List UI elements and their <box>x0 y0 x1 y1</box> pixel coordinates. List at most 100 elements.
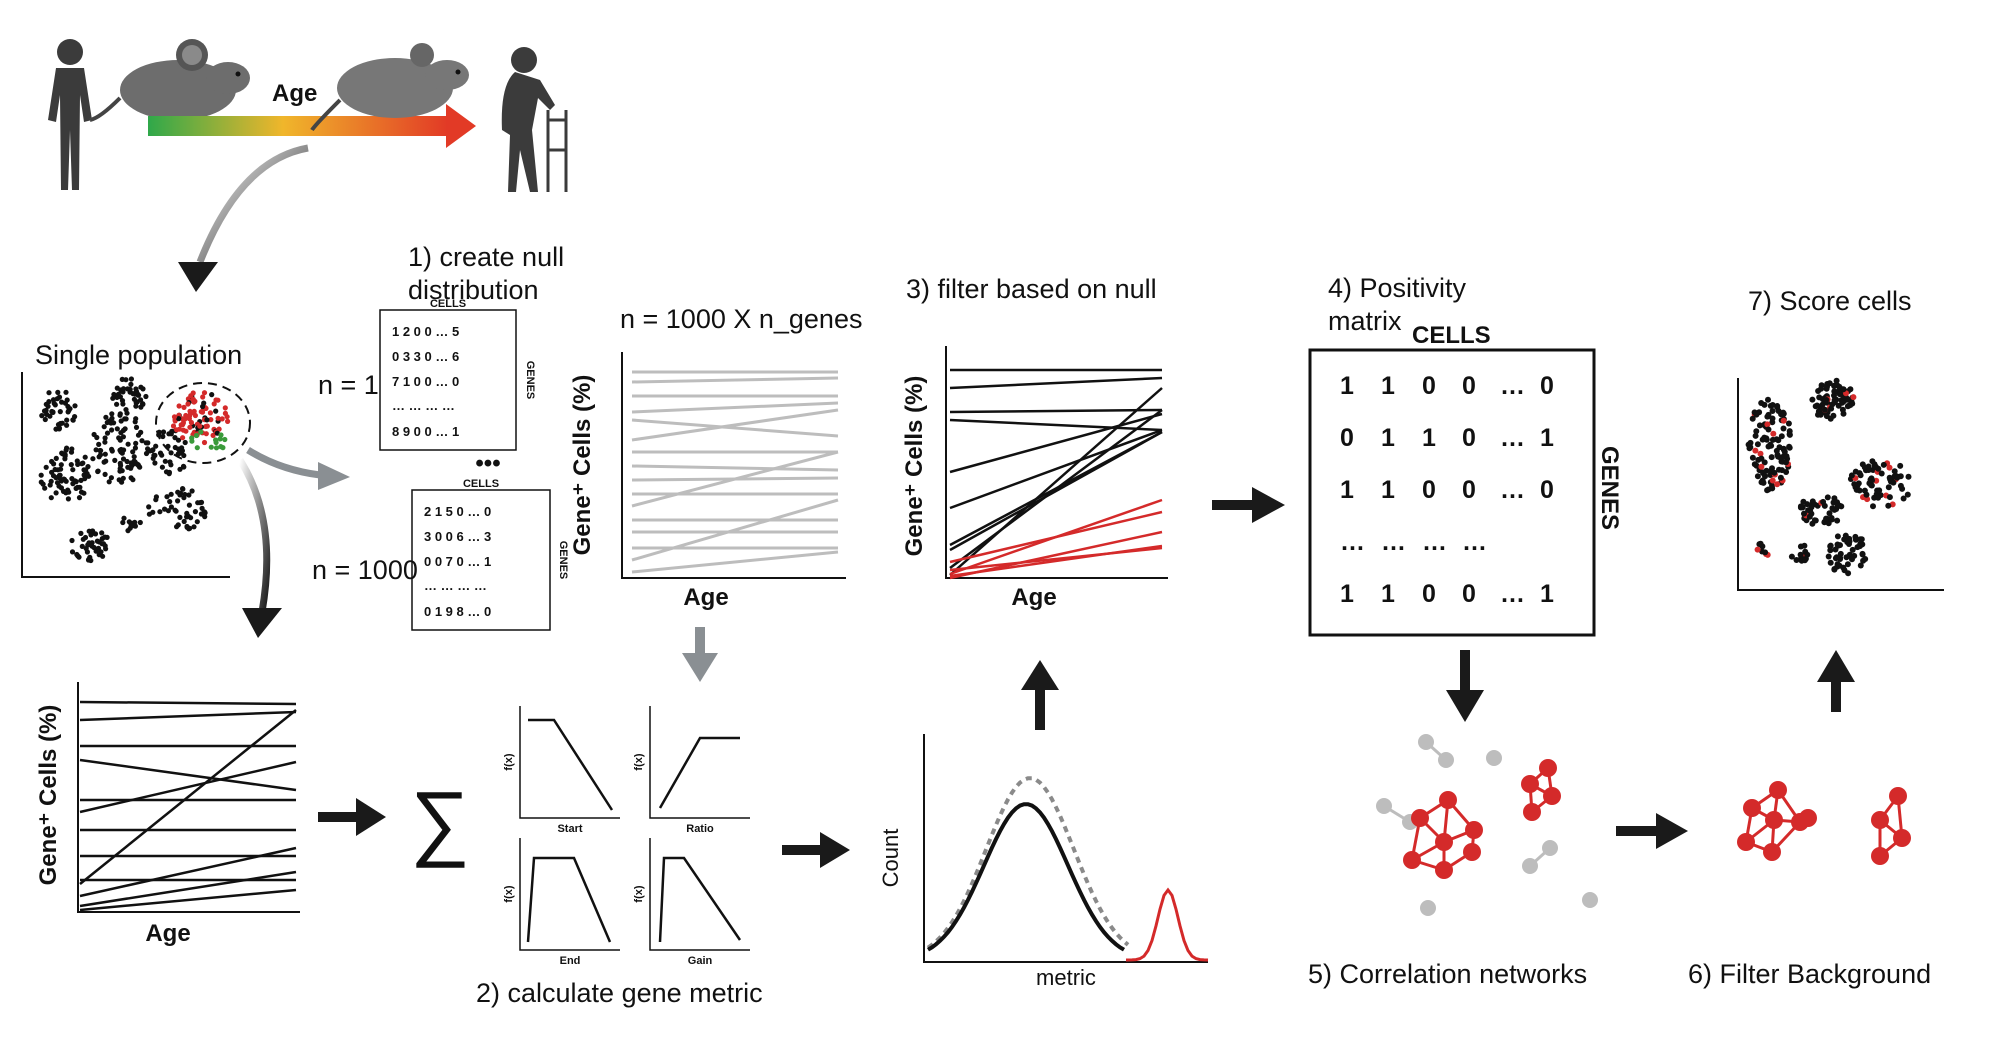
cell-dot <box>162 458 168 464</box>
cell-dot <box>84 549 90 555</box>
scored-cell-dot <box>1780 446 1787 453</box>
filtered-x-label: Age <box>1011 584 1056 611</box>
cell-dot <box>102 451 108 457</box>
positivity-cell: 1 <box>1540 580 1554 608</box>
cell-dot <box>132 445 138 451</box>
young-mouse-icon <box>89 39 250 122</box>
cell-dot <box>43 464 49 470</box>
cell-dot <box>69 549 76 555</box>
cell-dot <box>119 479 125 485</box>
n1-label: n = 1 <box>318 370 379 400</box>
scored-cell-dot <box>1769 465 1775 472</box>
scored-cell-dot <box>1780 425 1787 432</box>
cell-dot <box>160 429 167 435</box>
network-node <box>1465 821 1483 839</box>
metric-panel-fx: f(x) <box>503 885 515 902</box>
cell-dot <box>88 532 94 538</box>
cell-dot <box>118 462 124 469</box>
cell-dot <box>102 471 108 477</box>
metric-function-line <box>528 718 614 811</box>
elderly-human-icon <box>501 47 568 192</box>
positivity-cell: 0 <box>1340 424 1354 452</box>
trajectory-line <box>949 418 1163 432</box>
trajectory-line <box>631 408 839 442</box>
scored-cell-dot <box>1779 467 1785 474</box>
cell-dot <box>120 427 127 433</box>
cell-dot <box>182 439 188 446</box>
scored-cell-dot <box>1774 451 1781 458</box>
scored-cell-dot <box>1885 502 1892 509</box>
scored-cell-dot <box>1774 403 1781 409</box>
cell-dot <box>38 472 44 478</box>
network-node <box>1769 781 1787 799</box>
cell-dot <box>175 446 182 452</box>
cell-dot <box>159 464 165 470</box>
scored-cell-dot <box>1753 411 1760 418</box>
cell-dot <box>188 515 194 521</box>
scored-cell-dot <box>1757 540 1764 547</box>
cell-dot <box>63 478 69 484</box>
scored-cell-dot <box>1852 536 1859 543</box>
trajectory-line <box>949 408 1163 414</box>
cell-dot <box>42 485 48 491</box>
cell-dot <box>106 479 112 485</box>
cell-dot <box>130 523 136 529</box>
scored-cell-dot <box>1753 462 1760 469</box>
cell-dot <box>197 423 203 429</box>
scored-cell-dot <box>1857 472 1864 479</box>
scored-cell-dot <box>1752 447 1759 454</box>
scored-cell-dot <box>1862 556 1869 562</box>
scored-cell-dot <box>1774 481 1781 488</box>
scored-cell-dot <box>1905 473 1912 480</box>
trajectory-line <box>631 450 839 508</box>
scored-cell-dot <box>1769 408 1776 414</box>
matrix2-cells-label: CELLS <box>463 478 499 490</box>
network-node <box>1871 811 1889 829</box>
cell-dot <box>222 405 228 411</box>
cell-dot <box>213 445 220 451</box>
cell-dot <box>59 399 65 405</box>
cell-dot <box>217 436 223 442</box>
matrix2-row: 2 1 5 0 … 0 <box>424 504 491 519</box>
scored-cell-dot <box>1897 482 1904 489</box>
cell-dot <box>57 420 64 427</box>
network-node <box>1411 809 1429 827</box>
scored-cell-dot <box>1812 517 1819 524</box>
trajectory-line <box>79 710 297 722</box>
cell-dot <box>76 495 83 501</box>
cell-dot <box>109 411 115 417</box>
cell-dot <box>78 530 84 537</box>
scored-cell-dot <box>1749 454 1756 461</box>
cell-dot <box>39 413 45 419</box>
cell-dot <box>66 489 72 495</box>
cell-dot <box>54 396 60 402</box>
cell-dot <box>128 475 134 481</box>
n-genes-label: n = 1000 X n_genes <box>620 304 862 334</box>
cell-dot <box>199 505 205 511</box>
scored-cell-dot <box>1783 459 1789 466</box>
metric-panel-fx: f(x) <box>633 753 645 770</box>
cell-dot <box>128 376 134 382</box>
cell-dot <box>46 399 52 405</box>
network-node <box>1418 734 1434 750</box>
scored-cell-dot <box>1754 473 1761 480</box>
scored-cell-dot <box>1778 433 1785 440</box>
cell-dot <box>150 455 156 461</box>
cell-dot <box>117 468 123 474</box>
cell-dot <box>137 519 143 526</box>
scored-cell-dot <box>1845 396 1851 403</box>
cell-dot <box>181 404 187 410</box>
cell-dot <box>188 419 194 426</box>
cell-dot <box>152 460 158 466</box>
cell-dot <box>102 534 108 540</box>
scored-cell-dot <box>1759 436 1766 443</box>
scored-cell-dot <box>1886 464 1893 471</box>
cell-dot <box>117 437 123 443</box>
arrow-to-positivity <box>1212 487 1285 523</box>
cell-dot <box>133 440 139 446</box>
scored-cell-dot <box>1836 391 1843 398</box>
scored-cell-dot <box>1793 557 1800 563</box>
arrow-to-sum <box>318 798 386 836</box>
scored-cell-dot <box>1800 498 1807 505</box>
